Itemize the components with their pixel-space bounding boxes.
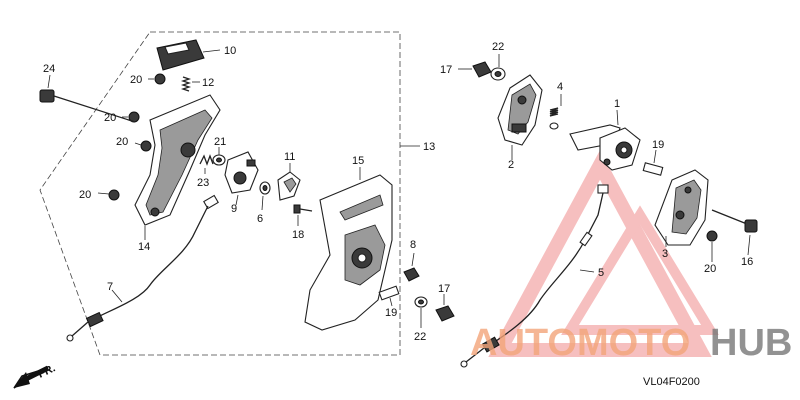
callout-22a: 22 [414,331,426,343]
callout-22b: 22 [492,41,504,53]
part-pin-19a [378,285,400,301]
watermark-text: AUTOMOTO HUB [470,322,792,364]
part-clip-11 [277,171,301,201]
callout-24: 24 [43,63,55,75]
callout-20c: 20 [116,136,128,148]
callout-21: 21 [214,136,226,148]
callout-23: 23 [197,177,209,189]
part-spring-4 [549,107,559,130]
diagram-code: VL04F0200 [643,376,700,388]
callout-10: 10 [224,45,236,57]
callout-3: 3 [662,248,668,260]
callout-19a: 19 [385,307,397,319]
callout-6: 6 [257,213,263,225]
direction-label: FR. [36,362,57,380]
callout-17a: 17 [438,283,450,295]
callout-2: 2 [508,159,514,171]
part-cable-5 [460,184,609,368]
watermark-left-text: AUTOMOTO [470,322,690,364]
callout-12: 12 [202,77,214,89]
part-nut-17a [435,305,455,322]
part-bolt-24 [39,89,136,123]
callout-15: 15 [352,155,364,167]
part-washer-22b [490,67,506,81]
part-pin-19b [642,162,664,176]
part-nut-17b [472,61,492,78]
watermark-right-text: HUB [710,322,792,364]
part-spring-23 [199,154,214,166]
direction-arrow-icon [13,365,50,389]
part-spring-12 [180,76,192,92]
callout-20a: 20 [130,74,142,86]
part-washer-21 [212,154,226,166]
callout-17b: 17 [440,64,452,76]
part-cap-10 [156,39,205,71]
part-plate-2 [497,74,543,146]
callout-1: 1 [614,98,620,110]
callout-11: 11 [284,151,295,163]
watermark-triangle [488,150,719,357]
callout-13: 13 [423,141,435,153]
part-lever-1 [569,124,641,171]
callout-7: 7 [107,281,113,293]
callout-20d: 20 [79,189,91,201]
part-washer-22a [414,296,428,308]
callout-20b: 20 [104,112,116,124]
callout-4: 4 [557,81,563,93]
part-screw-20d [108,189,120,201]
part-cover-15 [304,174,393,331]
callout-8: 8 [410,239,416,251]
part-bracket-14 [134,94,221,226]
callout-18: 18 [292,229,304,241]
part-bolt-16 [711,209,758,233]
part-screw-18 [293,204,313,214]
part-cable-7 [66,194,219,342]
part-pivot-9 [224,151,259,194]
assembly-boundary [39,31,401,356]
part-screw-20a [154,73,166,85]
callout-19b: 19 [652,139,664,151]
part-screw-20c [140,140,152,152]
callout-5: 5 [598,267,604,279]
part-housing-3 [654,169,709,246]
part-nut-8 [403,267,420,282]
part-screw-20e [706,230,718,242]
part-collar-6 [259,181,271,195]
